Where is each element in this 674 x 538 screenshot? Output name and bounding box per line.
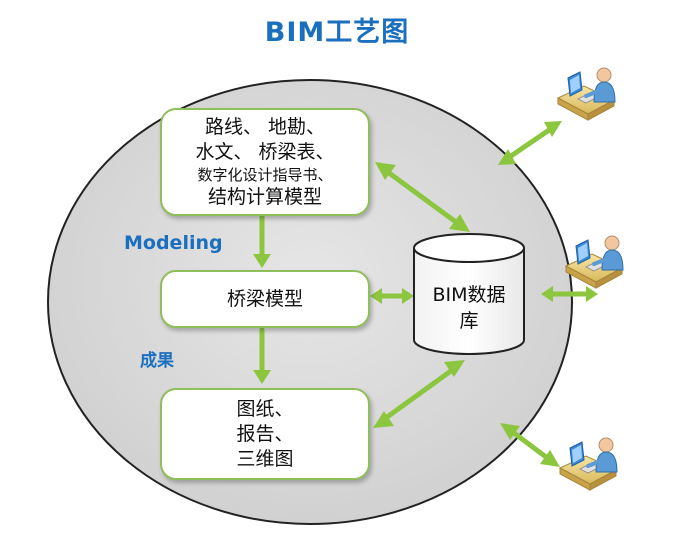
arrow-db-user-1 (505, 125, 555, 161)
database-line: 库 (459, 310, 479, 332)
arrow-head (500, 423, 520, 440)
arrow-head (498, 149, 516, 165)
input-line: 路线、 地勘、 (204, 115, 326, 138)
database-label: BIM数据 库 (410, 282, 528, 334)
user-computer-icon (556, 66, 617, 122)
arrow-head (444, 360, 465, 377)
arrow-head (541, 286, 553, 302)
modeling-label: Modeling (124, 232, 223, 254)
user-computer-icon (564, 234, 625, 290)
arrow-input-db (382, 167, 463, 228)
arrow-head (375, 162, 396, 180)
arrow-head (544, 121, 562, 137)
result-label: 成果 (140, 351, 174, 371)
arrow-head (402, 288, 414, 304)
output-line: 报告、 (236, 422, 294, 445)
arrow-head (449, 214, 470, 232)
bridge-model-box: 桥梁模型 (160, 270, 370, 328)
diagram-title: BIM工艺图 (264, 17, 410, 48)
input-line: 结构计算模型 (207, 185, 322, 208)
arrow-head (586, 286, 598, 302)
arrow-head (373, 411, 394, 428)
input-data-box: 路线、 地勘、 水文、 桥梁表、 数字化设计指导书、 结构计算模型 (160, 108, 370, 216)
arrow-db-user-3 (507, 427, 553, 463)
arrow-head (540, 450, 560, 467)
output-line: 图纸、 (236, 397, 294, 420)
arrow-head (370, 288, 382, 304)
arrow-head (253, 254, 271, 268)
input-line: 水文、 桥梁表、 (195, 140, 335, 163)
database-line: BIM数据 (432, 284, 506, 306)
output-line: 三维图 (236, 447, 294, 470)
database-cylinder (413, 233, 525, 355)
input-line: 数字化设计指导书、 (197, 165, 333, 184)
bridge-model-label: 桥梁模型 (226, 287, 303, 310)
output-box: 图纸、 报告、 三维图 (160, 388, 370, 480)
arrow-head (253, 370, 271, 384)
user-computer-icon (558, 436, 619, 492)
arrow-output-db (380, 365, 458, 423)
